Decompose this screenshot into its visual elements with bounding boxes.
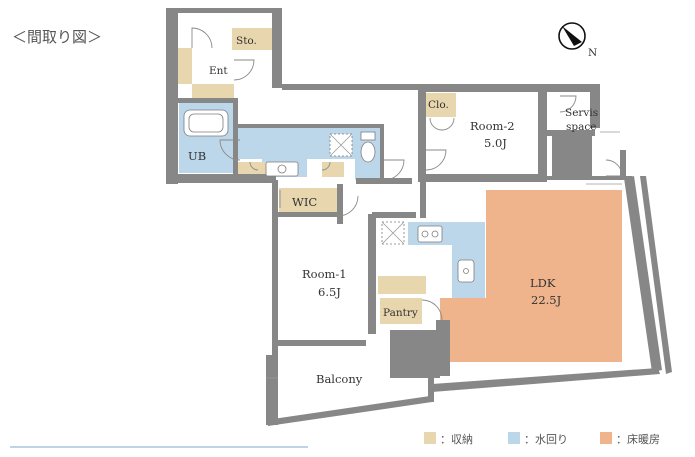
label-servis-line1: Servis	[565, 107, 598, 119]
ldk-floor-heating-area	[440, 190, 622, 362]
label-ub: UB	[188, 149, 206, 163]
legend-label-floor-heating: ：床暖房	[616, 432, 660, 446]
compass-arrow-icon	[562, 26, 582, 46]
legend-label-storage: ：収納	[440, 433, 473, 446]
pantry-fill	[380, 298, 422, 324]
fixtures	[183, 109, 475, 283]
legend-swatch-water	[508, 432, 520, 444]
label-wic: WIC	[292, 195, 317, 209]
label-ldk-name: LDK	[530, 276, 556, 290]
compass-north-label: N	[588, 47, 597, 59]
legend-swatch-floor-heating	[600, 432, 612, 444]
ent-shoe-storage-bottom	[192, 84, 234, 98]
compass-ring	[558, 22, 586, 50]
legend: ：収納 ：水回り ：床暖房	[424, 432, 660, 446]
small-storage-fill	[322, 162, 344, 177]
label-ldk-size: 22.5J	[531, 293, 562, 307]
label-clo: Clo.	[428, 99, 449, 111]
doors	[191, 27, 623, 321]
label-sto: Sto.	[236, 35, 257, 47]
ent-shoe-storage-top	[178, 48, 192, 84]
clo-fill	[424, 93, 456, 117]
legend-swatch-storage	[424, 432, 436, 444]
label-pantry: Pantry	[383, 307, 418, 319]
room-labels: Sto. Ent UB Clo. Room-2 5.0J Servis spac…	[188, 35, 598, 386]
plan-title: ＜間取り図＞	[12, 28, 102, 46]
windows	[266, 131, 622, 379]
label-servis-line2: space	[566, 121, 596, 133]
label-room1-size: 6.5J	[318, 285, 341, 299]
label-balcony: Balcony	[316, 372, 363, 386]
label-room1-name: Room-1	[302, 267, 347, 281]
label-ent: Ent	[209, 65, 228, 77]
wic-fill	[279, 188, 337, 214]
legend-label-water: ：水回り	[524, 433, 568, 446]
sto-fill	[232, 28, 277, 50]
counter-fill	[378, 276, 426, 294]
compass: N	[558, 22, 597, 59]
label-room2-size: 5.0J	[484, 136, 507, 150]
label-room2-name: Room-2	[470, 119, 515, 133]
walls	[166, 8, 672, 426]
